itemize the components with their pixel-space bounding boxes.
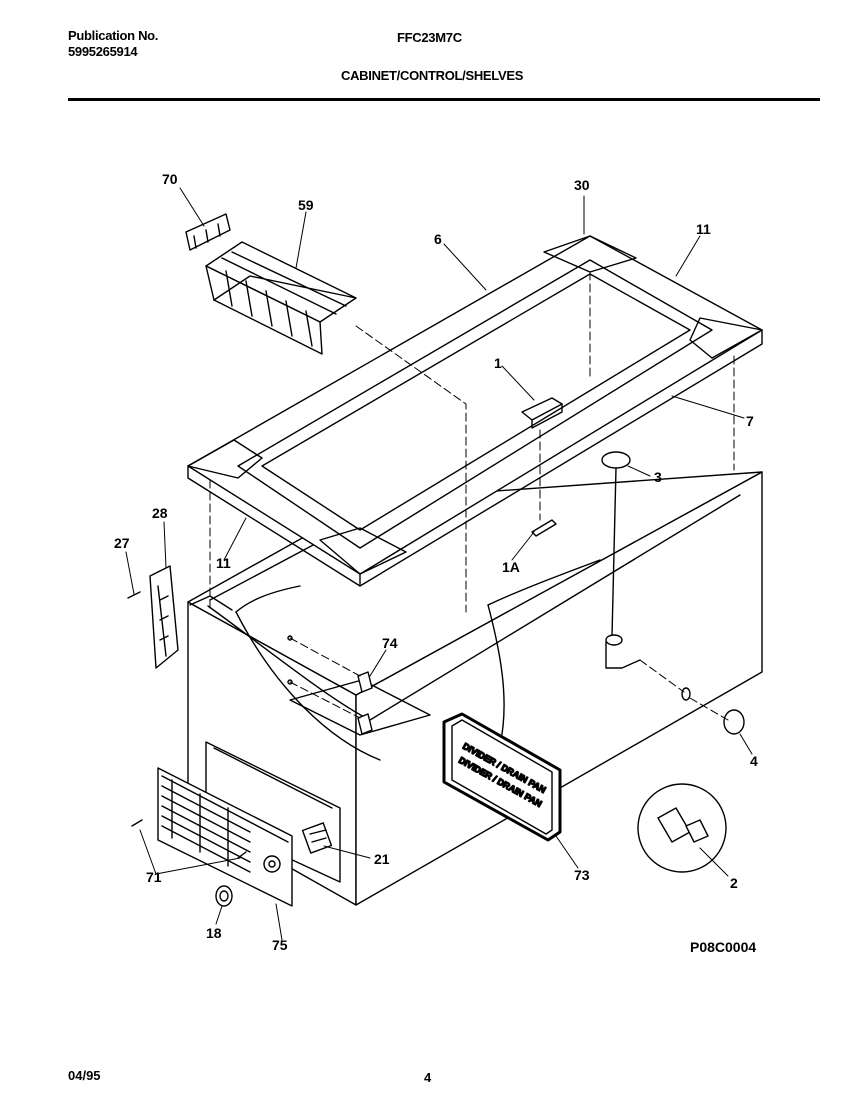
callout-11-top: 11: [696, 221, 711, 237]
header-rule: [68, 98, 820, 101]
hinge-screw: [127, 591, 141, 599]
assembly-lines: [209, 271, 735, 721]
callout-1a: 1A: [502, 559, 520, 575]
divider-drain-pan: DIVIDER / DRAIN PAN DIVIDER / DRAIN PAN: [442, 712, 562, 842]
publication-label: Publication No.: [68, 28, 159, 43]
callout-30: 30: [574, 177, 590, 193]
drain-gasket: [681, 687, 691, 701]
callout-4: 4: [750, 753, 758, 769]
callout-75: 75: [272, 937, 288, 953]
callout-18: 18: [206, 925, 222, 941]
thermostat-control: [301, 822, 333, 854]
section-title: CABINET/CONTROL/SHELVES: [341, 68, 524, 83]
shelf-support-b: [357, 713, 373, 735]
screw-71a: [131, 819, 143, 827]
support-hole-b: [287, 679, 293, 685]
drawing-code: P08C0004: [690, 939, 756, 955]
shelf-support-a: [357, 671, 373, 693]
footer-date: 04/95: [68, 1068, 101, 1083]
callout-7: 7: [746, 413, 754, 429]
control-knob: [215, 885, 233, 907]
publication-number: 5995265914: [68, 44, 138, 59]
callout-2: 2: [730, 875, 738, 891]
basket-divider: [185, 213, 231, 251]
drain-cap: [723, 709, 745, 735]
callout-71: 71: [146, 869, 162, 885]
callout-74: 74: [382, 635, 398, 651]
switch-clip: [531, 519, 557, 537]
callout-73: 73: [574, 867, 590, 883]
callout-3: 3: [654, 469, 662, 485]
drain-fitting-detail: [637, 783, 727, 873]
lid-frame: [187, 235, 763, 587]
callout-27: 27: [114, 535, 130, 551]
callout-70: 70: [162, 171, 178, 187]
callout-21: 21: [374, 851, 390, 867]
lid-hinge: [149, 565, 179, 669]
lid-switch: [521, 397, 563, 429]
callout-11-bottom: 11: [216, 555, 231, 571]
storage-basket: [205, 241, 357, 355]
model-number: FFC23M7C: [397, 30, 462, 45]
callout-6: 6: [434, 231, 442, 247]
support-hole-a: [287, 635, 293, 641]
front-grille: [157, 767, 293, 907]
drain-tube: [605, 634, 641, 669]
page-number: 4: [424, 1070, 432, 1085]
callout-1: 1: [494, 355, 502, 371]
callout-28: 28: [152, 505, 168, 521]
drain-plug: [601, 451, 631, 637]
leader-lines: [125, 187, 753, 941]
screw-71b: [237, 851, 247, 859]
callout-59: 59: [298, 197, 314, 213]
